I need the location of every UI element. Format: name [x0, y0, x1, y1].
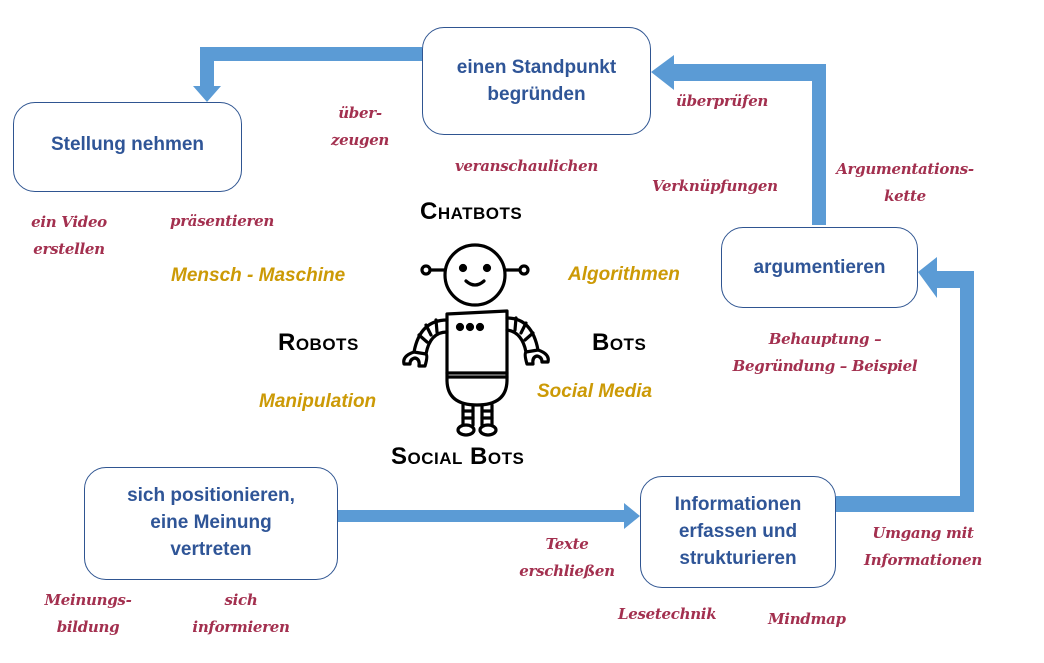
label-robots: Robots: [278, 329, 359, 356]
keyword-social-media: Social Media: [537, 381, 653, 402]
annotation-line: bildung: [56, 618, 120, 636]
annotation-line: über-: [338, 104, 382, 122]
box-label-line: Stellung nehmen: [50, 134, 205, 155]
box-informationen-erfassen[interactable]: Informationen erfassen und strukturieren: [640, 476, 836, 588]
keyword-manipulation: Manipulation: [259, 391, 377, 412]
box-sich-positionieren[interactable]: sich positionieren, eine Meinung vertret…: [84, 467, 338, 580]
annotation-line: Texte: [545, 535, 589, 553]
annotation-umgang-mit-informationen: Umgang mit Informationen: [858, 520, 988, 574]
box-einen-standpunkt-begruenden[interactable]: einen Standpunkt begründen: [422, 27, 651, 135]
annotation-line: erschließen: [519, 562, 615, 580]
annotation-line: zeugen: [330, 131, 390, 149]
annotation-line: Meinungs-: [44, 591, 132, 609]
annotation-line: informieren: [192, 618, 290, 636]
keyword-mensch-maschine: Mensch - Maschine: [171, 265, 346, 286]
box-argumentieren[interactable]: argumentieren: [721, 227, 918, 308]
annotation-sich-informieren: sich informieren: [186, 587, 296, 641]
annotation-line: Begründung – Beispiel: [732, 357, 918, 375]
annotation-line: ein Video: [31, 213, 107, 231]
annotation-line: Behauptung –: [768, 330, 882, 348]
annotation-ueberpruefen: überprüfen: [676, 92, 769, 110]
box-label-line: vertreten: [170, 539, 252, 560]
keyword-algorithmen: Algorithmen: [568, 264, 680, 285]
annotation-line: Informationen: [864, 551, 982, 569]
box-label-line: argumentieren: [753, 257, 886, 278]
box-label-line: Informationen: [674, 494, 802, 515]
annotation-line: Umgang mit: [872, 524, 974, 542]
annotation-line: Argumentations-: [836, 160, 974, 178]
annotation-meinungsbildung: Meinungs- bildung: [38, 587, 138, 641]
arrow-argumentieren-to-standpunkt: [651, 55, 826, 225]
box-stellung-nehmen[interactable]: Stellung nehmen: [13, 102, 242, 192]
arrow-informationen-to-argumentieren: [836, 257, 974, 512]
annotation-mindmap: Mindmap: [768, 610, 846, 628]
label-bots: Bots: [592, 329, 647, 356]
annotation-line: kette: [884, 187, 926, 205]
annotation-verknuepfungen: Verknüpfungen: [652, 177, 778, 195]
box-label-line: eine Meinung: [150, 512, 272, 533]
annotation-praesentieren: präsentieren: [170, 212, 274, 230]
label-chatbots: Chatbots: [420, 198, 523, 225]
label-social-bots: Social Bots: [391, 443, 525, 470]
robot-icon: [402, 243, 550, 437]
annotation-veranschaulichen: veranschaulichen: [455, 157, 598, 175]
arrow-standpunkt-to-stellung: [193, 47, 422, 102]
box-label-line: begründen: [487, 84, 586, 105]
annotation-ein-video-erstellen: ein Video erstellen: [24, 209, 114, 263]
annotation-argumentationskette: Argumentations- kette: [830, 156, 980, 210]
annotation-lesetechnik: Lesetechnik: [618, 605, 717, 623]
annotation-line: sich: [224, 591, 258, 609]
box-label-line: sich positionieren,: [127, 485, 295, 506]
annotation-behauptung-begruendung-beispiel: Behauptung – Begründung – Beispiel: [720, 326, 930, 380]
arrow-positionieren-to-informationen: [338, 503, 640, 529]
annotation-texte-erschliessen: Texte erschließen: [512, 531, 622, 585]
box-label-line: erfassen und: [678, 521, 798, 542]
box-label-line: einen Standpunkt: [456, 57, 617, 78]
annotation-line: erstellen: [33, 240, 105, 258]
annotation-ueberzeugen: über- zeugen: [330, 100, 390, 154]
box-label-line: strukturieren: [679, 548, 797, 569]
